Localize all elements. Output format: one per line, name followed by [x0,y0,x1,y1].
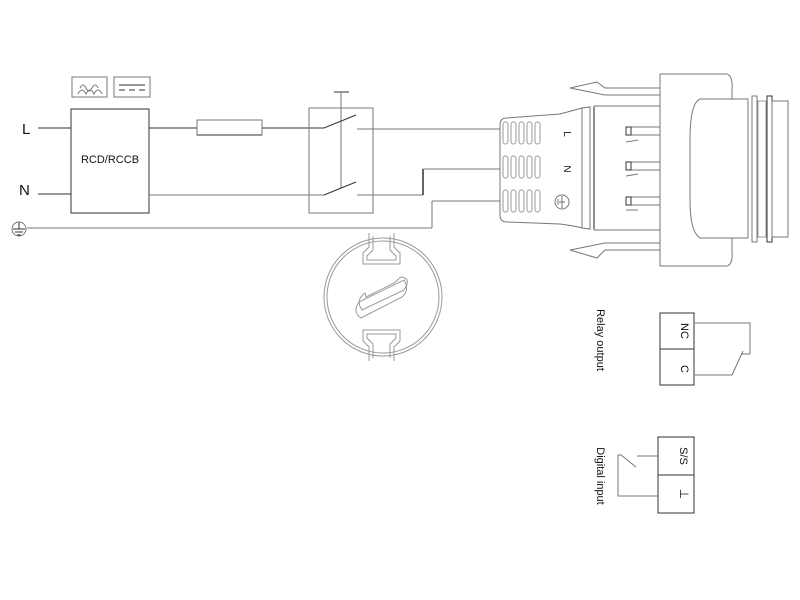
digital-ss-label: S/S [677,447,689,465]
relay-c-label: C [678,365,690,373]
relay-output-block: Relay output NC C [594,309,751,386]
socket-face [323,233,443,361]
connector-earth-icon [554,194,570,210]
fuse [196,119,263,136]
digital-input-title: Digital input [594,447,606,504]
digital-ground-label: ⊥ [677,489,691,499]
connector-pin-n-label: N [561,165,572,172]
connector-pin-l-label: L [561,131,572,137]
rcd-label: RCD/RCCB [81,154,139,166]
line-terminal-label: L [22,121,30,138]
earth-icon [11,221,27,237]
digital-input-block: Digital input S/S ⊥ [594,436,695,514]
neutral-terminal-label: N [19,182,30,199]
relay-output-title: Relay output [594,309,606,371]
ac-type-indicator [71,76,108,98]
rcd-box [70,108,150,214]
relay-nc-label: NC [678,323,690,339]
main-switch [308,91,500,214]
power-connector: L N [499,73,789,267]
dc-type-indicator [113,76,151,98]
